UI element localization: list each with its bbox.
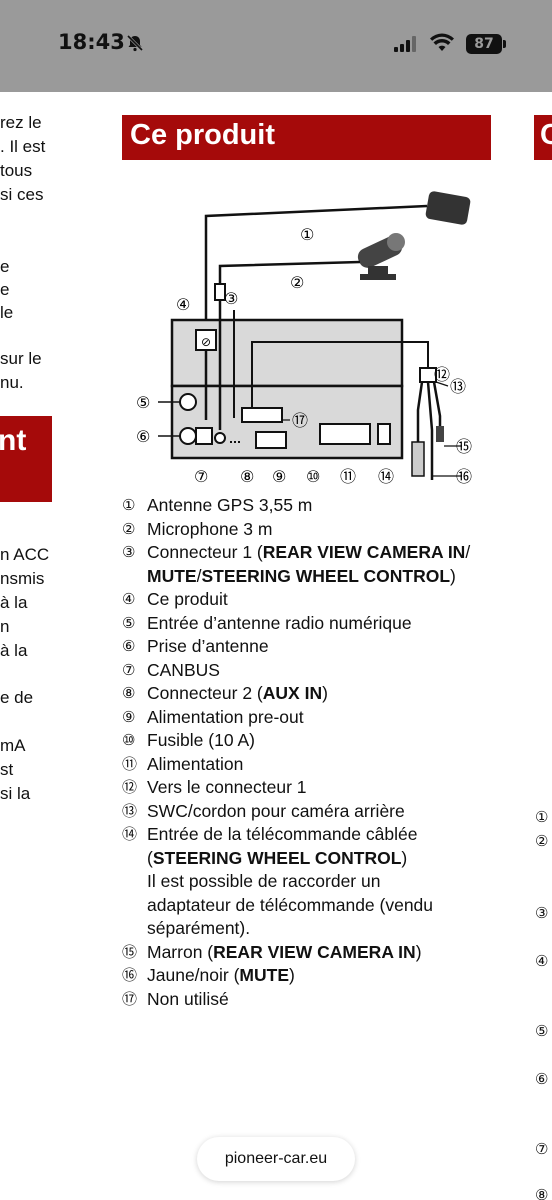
battery-tip <box>503 40 506 48</box>
diagram-label-6: ⑥ <box>136 427 150 446</box>
diagram-label-9: ⑨ <box>272 467 286 486</box>
diagram-label-15: ⑮ <box>456 437 472 456</box>
list-item: Il est possible de raccorder un <box>147 871 381 891</box>
svg-text:⊘: ⊘ <box>201 335 211 349</box>
left-text-line: e <box>0 280 10 299</box>
status-time: 18:43 <box>58 30 125 54</box>
left-text-line: n ACC <box>0 545 50 564</box>
right-column-number: ③ <box>535 905 549 922</box>
diagram-label-7: ⑦ <box>194 467 208 486</box>
left-text-line: n <box>0 617 10 636</box>
right-column-number: ① <box>535 809 549 826</box>
right-column-number: ⑦ <box>535 1141 549 1158</box>
diagram-label-11: ⑪ <box>340 467 356 486</box>
left-text-line: e <box>0 257 10 276</box>
diagram-label-1: ① <box>300 225 314 244</box>
left-text-line: si ces <box>0 185 44 204</box>
diagram-label-10: ⑩ <box>306 467 320 486</box>
battery-indicator: 87 <box>466 34 502 54</box>
right-column-number: ② <box>535 833 549 850</box>
list-item: (STEERING WHEEL CONTROL) <box>147 847 408 868</box>
wifi-icon <box>430 33 454 51</box>
diagram-label-3: ③ <box>224 289 238 308</box>
left-text-line: à la <box>0 593 28 612</box>
diagram-label-4: ④ <box>176 295 190 314</box>
microphone-icon <box>214 233 405 320</box>
left-text-line: rez le <box>0 113 42 132</box>
left-text-line: e de <box>0 688 34 707</box>
gps-antenna-icon <box>204 191 471 320</box>
signal-icon <box>394 36 416 52</box>
left-text-line: le <box>0 303 14 322</box>
wiring-diagram: ① ② ⊘ ④ ③ ⑤ ⑥ ⑦ ⑧ <box>136 191 472 486</box>
right-column-number: ④ <box>535 953 549 970</box>
left-text-line: . Il est <box>0 137 46 156</box>
status-bar: 18:43 87 <box>0 0 552 92</box>
left-text-line: sur le <box>0 349 42 368</box>
right-column-number: ⑧ <box>535 1187 549 1200</box>
diagram-label-13: ⑬ <box>450 377 466 396</box>
list-item: MUTE/STEERING WHEEL CONTROL) <box>147 565 456 586</box>
list-item: séparément). <box>147 918 251 938</box>
left-text-line: nu. <box>0 373 24 392</box>
diagram-label-12: ⑫ <box>434 365 450 384</box>
left-text-line: à la <box>0 641 28 660</box>
diagram-label-17: ⑰ <box>292 411 308 430</box>
left-section-header: nt <box>0 416 52 502</box>
right-column-number: ⑥ <box>535 1071 549 1088</box>
left-text-line: nsmis <box>0 569 45 588</box>
diagram-label-14: ⑭ <box>378 467 394 486</box>
diagram-label-2: ② <box>290 273 304 292</box>
diagram-label-16: ⑯ <box>456 467 472 486</box>
list-item: adaptateur de télécommande (vendu <box>147 894 434 915</box>
left-text-line: si la <box>0 784 31 803</box>
bell-slash-icon <box>126 34 144 52</box>
left-text-line: mA <box>0 736 26 755</box>
diagram-label-8: ⑧ <box>240 467 254 486</box>
left-text-line: st <box>0 760 14 779</box>
section-title: Ce produit <box>122 115 491 160</box>
right-column-number: ⑤ <box>535 1023 549 1040</box>
right-section-title: C <box>534 115 552 160</box>
diagram-label-5: ⑤ <box>136 393 150 412</box>
url-bar[interactable]: pioneer-car.eu <box>197 1137 355 1181</box>
left-text-line: tous <box>0 161 33 180</box>
